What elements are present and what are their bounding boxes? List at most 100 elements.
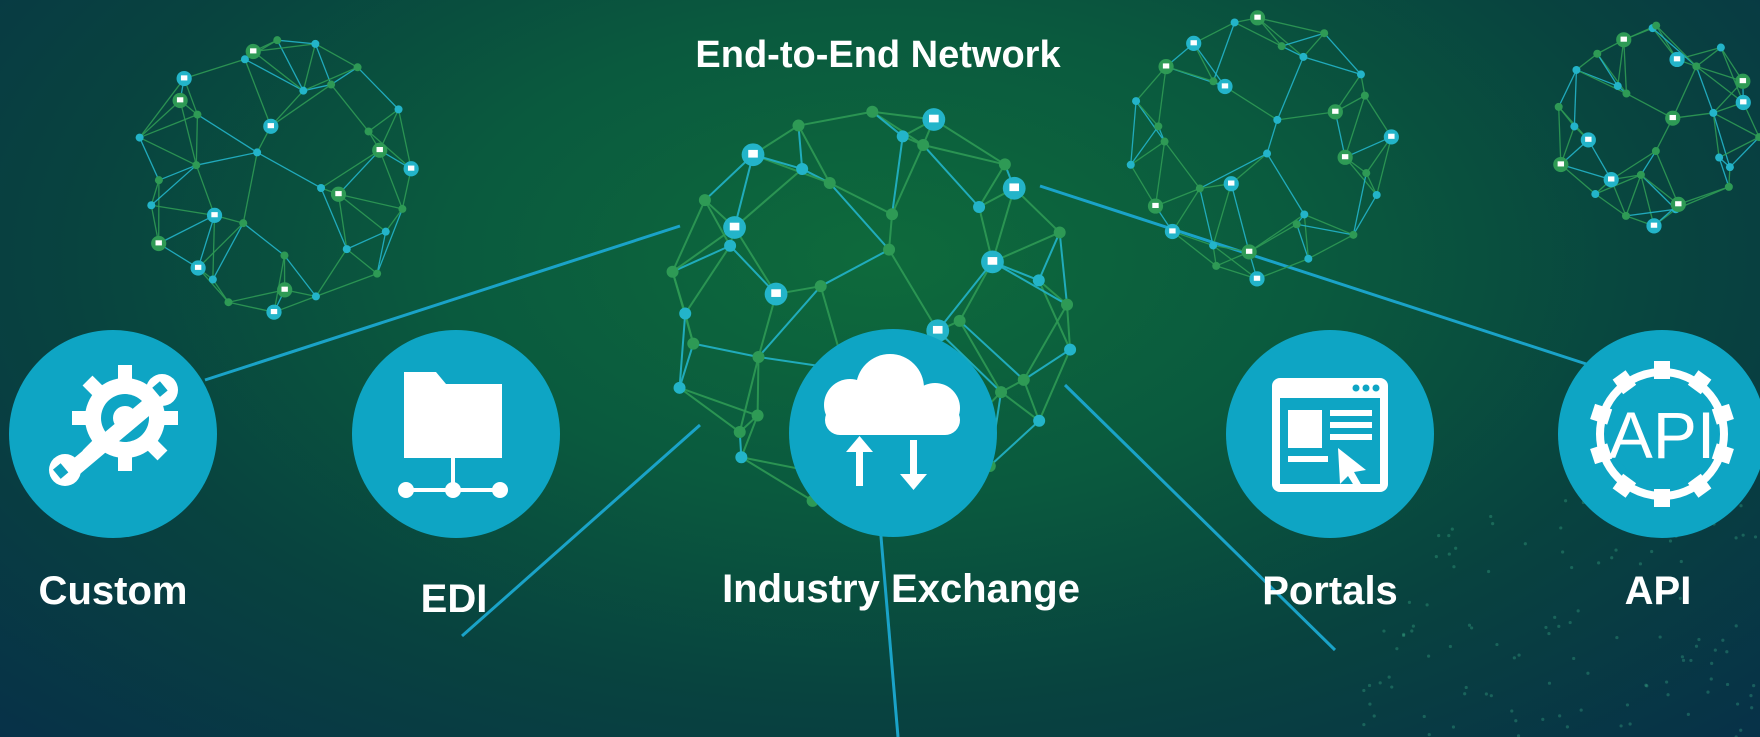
mesh-dot [1576, 609, 1580, 613]
mesh-dot [1447, 534, 1451, 538]
mesh-edge [1066, 304, 1072, 350]
mesh-edge [1022, 379, 1041, 422]
mesh-dot [1561, 550, 1565, 554]
mesh-edge [1256, 258, 1309, 280]
node-glyph [270, 308, 278, 315]
mesh-dot [1489, 694, 1493, 698]
gear-tooth [1590, 443, 1613, 465]
mesh-dot [1713, 648, 1717, 652]
mesh-edge [242, 152, 258, 224]
mesh-edge [314, 43, 332, 85]
mesh-dot [1463, 692, 1467, 696]
node-glyph [748, 149, 758, 158]
mesh-dot [1422, 714, 1426, 719]
mesh-node [317, 183, 326, 192]
node-glyph [1228, 180, 1235, 186]
node-glyph [1169, 228, 1176, 234]
node-glyph [1557, 161, 1565, 167]
mesh-node [1593, 49, 1602, 58]
mesh-node [398, 204, 407, 213]
mesh-node [752, 351, 765, 364]
mesh-dot [1454, 546, 1458, 550]
mesh-node [1651, 147, 1660, 156]
mesh-node [1053, 226, 1066, 239]
mesh-dot [1402, 633, 1406, 638]
node-glyph [1388, 133, 1395, 139]
mesh-dot [1559, 526, 1563, 530]
mesh-dot [1467, 623, 1472, 627]
mesh-node [154, 176, 163, 185]
mesh-dot [1638, 562, 1643, 566]
mesh-edge [1365, 172, 1378, 196]
mesh-dot [1734, 624, 1738, 628]
mesh-edge [1164, 141, 1201, 189]
mesh-dot [1628, 722, 1632, 726]
mesh-edge [1672, 66, 1697, 119]
mesh-dot [1686, 712, 1690, 717]
mesh-edge [1022, 304, 1068, 381]
mesh-dot [1547, 681, 1552, 685]
mesh-edge [1587, 139, 1612, 180]
mesh-dot [1678, 596, 1682, 600]
mesh-node [724, 239, 737, 252]
node-glyph [1675, 201, 1682, 207]
industry-exchange-option[interactable] [789, 329, 997, 537]
mesh-dot [1448, 644, 1452, 649]
portals-option[interactable] [1226, 330, 1434, 538]
mesh-edge [1573, 69, 1578, 127]
mesh-dot [1610, 556, 1614, 560]
mesh-edge [1713, 112, 1760, 138]
mesh-node [1554, 102, 1563, 111]
mesh-dot [1434, 555, 1438, 559]
mesh-dot [1544, 625, 1548, 630]
mesh-edge [933, 118, 1006, 166]
mesh-dot [1395, 647, 1399, 651]
node-glyph [281, 286, 288, 292]
mesh-edge [1276, 56, 1304, 121]
mesh-node [673, 381, 686, 394]
mesh-edge [828, 182, 890, 251]
mesh-node [1716, 43, 1725, 52]
mesh-dot [1558, 714, 1562, 718]
cloud-transfer-icon [824, 354, 960, 490]
mesh-node [1160, 137, 1169, 146]
gear-tooth [1654, 361, 1670, 379]
mesh-dot [1579, 708, 1583, 712]
mesh-edge [1303, 214, 1309, 259]
mesh-dot [1668, 539, 1673, 543]
mesh-edge [978, 163, 1006, 208]
mesh-dot [1669, 589, 1673, 593]
mesh-edge [1212, 244, 1258, 280]
mesh-node [327, 80, 336, 89]
mesh-dot [1750, 706, 1754, 710]
edi-option[interactable] [352, 330, 560, 538]
mesh-edge [1248, 213, 1305, 253]
mesh-edge [733, 226, 777, 295]
node-glyph [335, 191, 342, 197]
mesh-dot [1709, 677, 1713, 681]
mesh-edge [992, 231, 1061, 263]
mesh-node [1320, 29, 1329, 38]
mesh-dot [1680, 655, 1684, 659]
custom-option[interactable] [9, 330, 217, 538]
mesh-edge [888, 249, 939, 332]
mesh-edge [1266, 119, 1278, 154]
mesh-dot [1491, 522, 1495, 526]
mesh-dot [1427, 732, 1431, 737]
node-glyph [1221, 83, 1229, 89]
mesh-edge [1308, 234, 1354, 260]
mesh-edge [1344, 136, 1392, 158]
mesh-edge [1617, 39, 1625, 87]
mesh-edge [1303, 56, 1362, 76]
mesh-node [751, 409, 764, 422]
mesh-edge [922, 144, 1006, 166]
api-option[interactable]: API [1558, 330, 1760, 538]
mesh-node [1360, 91, 1369, 100]
mesh-edge [1302, 32, 1325, 58]
mesh-edge [798, 110, 873, 127]
mesh-dot [1489, 514, 1493, 519]
mesh-dot [1407, 600, 1412, 604]
node-glyph [376, 147, 383, 153]
mesh-dot [1564, 499, 1568, 503]
mesh-dot [1510, 709, 1514, 713]
